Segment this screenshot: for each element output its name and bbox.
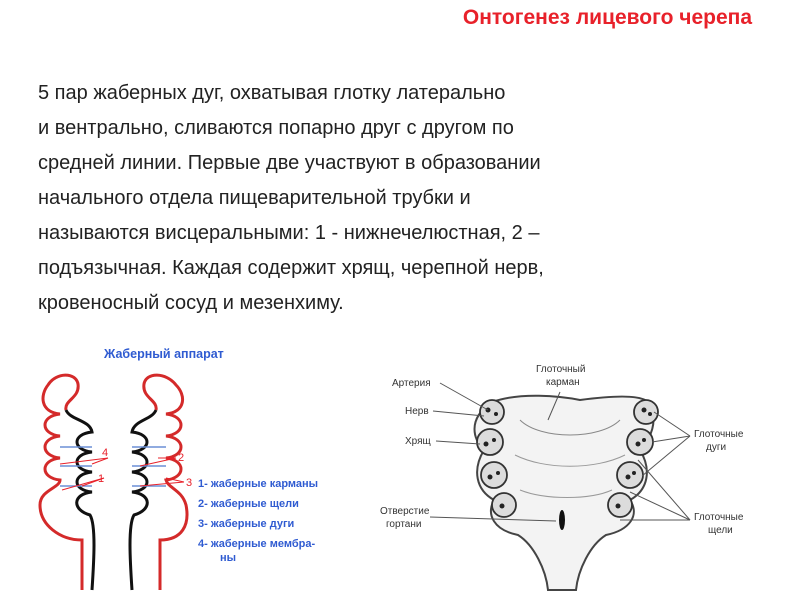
label-pharyngeal-pouch-line1: Глоточный [536,364,585,375]
arch-left-1 [480,400,504,424]
number-label-4: 4 [102,447,108,459]
label-larynx-line1: Отверстие [380,506,430,517]
right-wall-endoderm [130,410,156,590]
label-pharyngeal-slits-line2: щели [708,525,733,536]
number-label-1: 1 [98,473,104,485]
number-label-2: 2 [178,452,184,464]
label-larynx-line2: гортани [386,519,421,530]
arch-left-2 [477,429,503,455]
label-pharyngeal-slits-line1: Глоточные [694,512,744,523]
pharynx-diagram: Артерия Нерв Хрящ Глоточный карман Глото… [380,364,744,590]
label-pharyngeal-pouch-line2: карман [546,377,580,388]
arch-left-3 [481,462,507,488]
gill-apparatus-legend: 1- жаберные карманы 2- жаберные щели 3- … [198,474,318,568]
laryngeal-opening [559,510,565,530]
legend-item: 3- жаберные дуги [198,514,318,534]
number-label-3: 3 [186,477,192,489]
legend-item: 2- жаберные щели [198,494,318,514]
arch-right-3 [617,462,643,488]
legend-item: 4- жаберные мембра- [198,534,318,554]
label-pharyngeal-arches-line1: Глоточные [694,429,744,440]
legend-item: 1- жаберные карманы [198,474,318,494]
left-wall-endoderm [66,410,94,590]
arch-right-2 [627,429,653,455]
label-cartilage: Хрящ [405,436,431,447]
label-artery: Артерия [392,378,431,389]
label-pharyngeal-arches-line2: дуги [706,442,726,453]
label-nerve: Нерв [405,406,429,417]
